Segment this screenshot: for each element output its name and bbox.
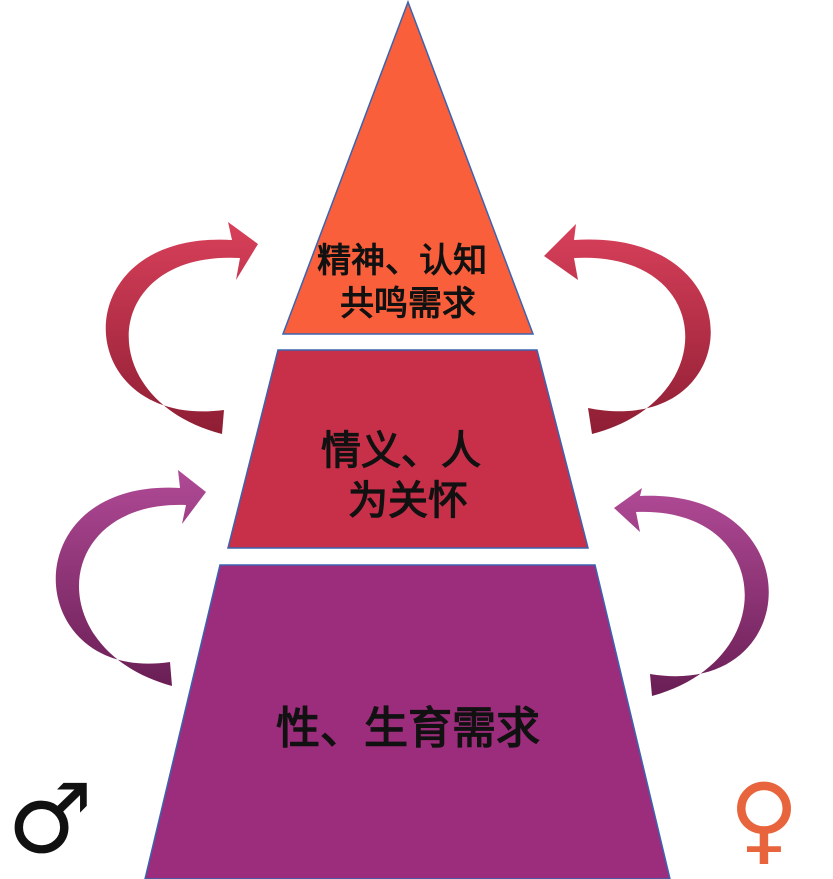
tier-middle-line-2: 为关怀 bbox=[348, 478, 468, 524]
tier-middle-line-1: 情义、人 bbox=[321, 428, 481, 474]
tier-top-line-2: 共鸣需求 bbox=[340, 284, 476, 324]
curved-arrow-lower-right bbox=[614, 488, 769, 696]
tier-bottom-line-1: 性、生育需求 bbox=[276, 703, 540, 754]
pyramid-tier-bottom bbox=[144, 564, 671, 879]
pyramid-tier-top bbox=[281, 0, 535, 335]
male-symbol-icon: ♂ bbox=[7, 763, 93, 875]
tier-top-line-1: 精神、认知 bbox=[317, 241, 487, 281]
curved-arrow-lower-left bbox=[55, 470, 206, 686]
curved-arrow-upper-right bbox=[544, 224, 711, 434]
pyramid-tier-middle bbox=[227, 349, 589, 549]
curved-arrow-upper-left bbox=[105, 222, 258, 434]
tier-top-label: 精神、认知 共鸣需求 bbox=[317, 241, 499, 324]
tier-middle-label: 情义、人 为关怀 bbox=[321, 428, 495, 524]
female-symbol-icon: ♀ bbox=[729, 763, 799, 875]
tier-bottom-label: 性、生育需求 bbox=[276, 703, 540, 754]
